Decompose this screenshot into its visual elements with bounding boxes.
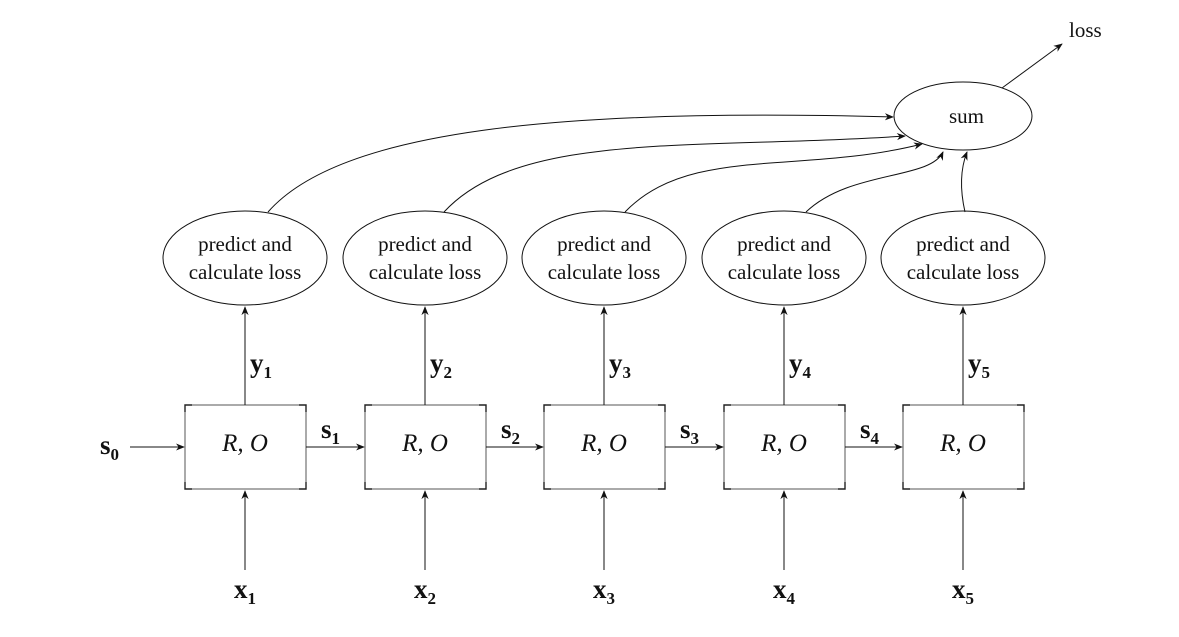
- cell-corner-mark: [479, 482, 487, 490]
- predict-node-label: predict and calculate loss: [727, 232, 841, 284]
- input-x-label: x4: [773, 574, 795, 608]
- cell-corner-mark: [838, 404, 846, 412]
- cell-corner-mark: [364, 482, 372, 490]
- cell-corner-mark: [723, 482, 731, 490]
- predict-node-label: predict and calculate loss: [368, 232, 482, 284]
- input-x-label: x3: [593, 574, 615, 608]
- cell-corner-mark: [902, 482, 910, 490]
- cell-corner-mark: [543, 404, 551, 412]
- input-x-label: x1: [234, 574, 256, 608]
- predict-node: [880, 210, 1046, 306]
- state-s-label: s4: [860, 414, 880, 448]
- rnn-cell-label: R, O: [402, 430, 448, 457]
- predict-node: [701, 210, 867, 306]
- rnn-cell-label: R, O: [761, 430, 807, 457]
- rnn-cell-label: R, O: [581, 430, 627, 457]
- loss-label: loss: [1069, 18, 1102, 42]
- cell-corner-mark: [658, 482, 666, 490]
- state-s-label: s1: [321, 414, 341, 448]
- sum-label: sum: [949, 104, 985, 128]
- input-x-label: x5: [952, 574, 974, 608]
- loss-to-sum-arrow: [443, 132, 906, 213]
- predict-node-label: predict and calculate loss: [188, 232, 302, 284]
- predict-node-label: predict and calculate loss: [547, 232, 661, 284]
- cell-corner-mark: [902, 404, 910, 412]
- output-y-label: y2: [430, 348, 452, 382]
- predict-node: [162, 210, 328, 306]
- cell-corner-mark: [838, 482, 846, 490]
- output-y-label: y1: [250, 348, 272, 382]
- cell-corner-mark: [658, 404, 666, 412]
- cell-corner-mark: [184, 404, 192, 412]
- rnn-cell-label: R, O: [940, 430, 986, 457]
- sum-node: [893, 81, 1033, 151]
- loss-to-sum-arrow: [960, 151, 968, 213]
- cell-corner-mark: [1017, 404, 1025, 412]
- output-y-label: y3: [609, 348, 631, 382]
- state-s-label: s3: [680, 414, 700, 448]
- cell-corner-mark: [299, 482, 307, 490]
- cell-corner-mark: [479, 404, 487, 412]
- loss-to-sum-arrow: [805, 151, 944, 213]
- cell-corner-mark: [723, 404, 731, 412]
- cell-corner-mark: [1017, 482, 1025, 490]
- cell-corner-mark: [364, 404, 372, 412]
- input-x-label: x2: [414, 574, 436, 608]
- cell-corner-mark: [543, 482, 551, 490]
- loss-to-sum-arrow: [267, 113, 894, 213]
- rnn-cell-label: R, O: [222, 430, 268, 457]
- cell-corner-mark: [299, 404, 307, 412]
- cell-corner-mark: [184, 482, 192, 490]
- loss-to-sum-arrow: [624, 142, 923, 213]
- state-s-label: s2: [501, 414, 521, 448]
- output-y-label: y5: [968, 348, 990, 382]
- predict-node-label: predict and calculate loss: [906, 232, 1020, 284]
- output-y-label: y4: [789, 348, 811, 382]
- predict-node: [521, 210, 687, 306]
- loss-arrow: [1001, 43, 1063, 89]
- predict-node: [342, 210, 508, 306]
- initial-state-label: s0: [100, 430, 120, 464]
